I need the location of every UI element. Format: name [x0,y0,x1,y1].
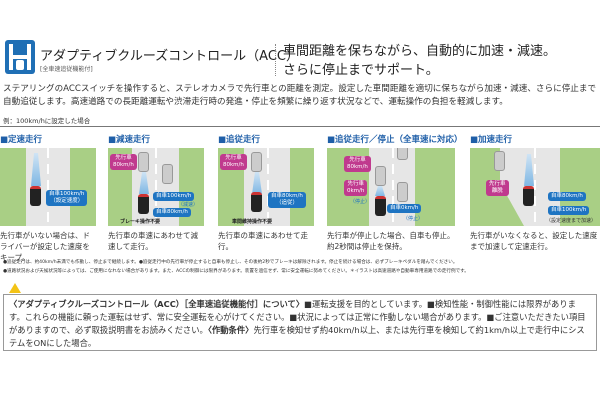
tagline: 車間距離を保ちながら、自動的に加速・減速。さらに停止までサポート。 [283,42,556,80]
lead-speed-label: 先行車 80km/h [110,154,137,170]
scene-illustration: 先行車 80km/h 先行車 0km/h （停止） 自車0km/h （停止） [327,148,455,226]
own-car-icon [375,196,386,216]
own-speed-label: 自車80km/h （追従） [268,192,306,208]
footnote: ●道路状況および天候状況等によっては、ご使用になれない場合があります。また、AC… [3,269,469,274]
section-rule [0,126,600,127]
scene-illustration: 先行車 80km/h 自車100km/h （減速） 自車80km/h ブレーキ操… [108,148,204,226]
feature-subtitle: [全車速追従機能付] [40,66,93,73]
decel-note: （減速） [178,202,199,208]
panel-caption: 先行車がいない場合は、ドライバーが設定した速度をキープ。 [0,231,90,262]
panel-caption: 先行車が停止した場合、自車も停止。約2秒間は停止を保持。 [327,231,455,251]
scene-illustration: 先行車 80km/h 自車80km/h （追従） 車間維持操作不要 [218,148,314,226]
own-speed-label: 自車100km/h [153,192,195,201]
panel-caption: 先行車の車速にあわせて減速して走行。 [108,231,198,251]
tagline-line-2: さらに停止までサポート。 [283,63,439,78]
warning-heading: 〈アダプティブクルーズコントロール（ACC）［全車速追従機能付］について〉 [9,299,305,309]
own-speed-label-after: 自車80km/h [153,208,191,217]
warning-body: ■運転支援を目的としています。■検知性能・制御性能には限界があります。これらの機… [9,299,586,335]
own-car-icon [251,192,262,212]
no-brake-note: ブレーキ操作不要 [120,219,161,225]
other-car-icon [397,148,408,160]
lead-car-icon [138,152,149,172]
accel-note: （設定速度まで加速） [546,218,597,224]
panel-deceleration: ■減速走行 先行車 80km/h 自車100km/h （減速） 自車80km/h… [108,133,204,252]
own-stop-note: （停止） [403,216,424,222]
own-speed-label: 自車100km/h （設定速度） [46,190,88,206]
other-car-icon [162,164,173,184]
panel-caption: 先行車の車速にあわせて走行。 [218,231,308,251]
panel-heading: ■減速走行 [108,135,151,145]
own-speed-label-after: 自車100km/h [548,206,590,215]
warning-box: 〈アダプティブクルーズコントロール（ACC）［全車速追従機能付］について〉■運転… [3,294,597,351]
panel-caption: 先行車がいなくなると、設定した速度まで加速して定速走行。 [470,231,598,251]
scene-illustration: 先行車 離脱 自車80km/h 自車100km/h （設定速度まで加速） [470,148,600,226]
eyesight-acc-logo-icon [5,40,35,74]
lead-stopped-label: 先行車 0km/h [344,180,368,196]
own-car-icon [523,186,534,206]
example-label: 例：100km/hに設定した場合 [3,117,91,125]
other-car-icon [397,182,408,202]
feature-title: アダプティブクルーズコントロール（ACC） [40,49,299,64]
lead-car-icon [375,166,386,186]
own-speed-label: 自車0km/h [387,204,422,213]
intro-paragraph: ステアリングのACCスイッチを操作すると、ステレオカメラで先行車との距離を測定。… [3,84,597,107]
tagline-line-1: 車間距離を保ちながら、自動的に加速・減速。 [283,44,557,59]
own-car-icon [30,186,41,206]
own-car-icon [138,194,149,214]
panel-heading: ■追従走行 [218,135,261,145]
lead-stop-note: （停止） [350,199,371,205]
lead-car-icon [251,152,262,172]
lead-speed-label: 先行車 80km/h [220,154,247,170]
departing-car-icon [494,151,505,171]
panel-heading: ■追従走行／停止（全車速に対応） [327,135,463,145]
panel-following: ■追従走行 先行車 80km/h 自車80km/h （追従） 車間維持操作不要 … [218,133,314,252]
panel-heading: ■加速走行 [470,135,513,145]
panel-heading: ■定速走行 [0,135,43,145]
panel-follow-stop: ■追従走行／停止（全車速に対応） 先行車 80km/h 先行車 0km/h （停… [327,133,463,252]
footnote: ●追従走行は、約40km/h未満でも作動し、停止まで継続します。●追従走行中の先… [3,260,458,265]
condition-body: 先行車を検知せず約40km/h以上、または先行車を検知して約1km/h以上で走行… [9,325,585,348]
panel-acceleration: ■加速走行 先行車 離脱 自車80km/h 自車100km/h （設定速度まで加… [470,133,600,252]
scene-illustration: 自車100km/h （設定速度） [0,148,96,226]
lead-left-label: 先行車 離脱 [486,180,509,196]
divider [275,44,276,76]
lead-speed-label: 先行車 80km/h [344,156,371,172]
condition-label: 〈作動条件〉 [207,325,254,335]
warning-icon [9,283,21,293]
panel-constant-speed: ■定速走行 自車100km/h （設定速度） 先行車がいない場合は、ドライバーが… [0,133,96,263]
no-distance-op-note: 車間維持操作不要 [232,219,273,225]
own-speed-label: 自車80km/h [548,192,586,201]
